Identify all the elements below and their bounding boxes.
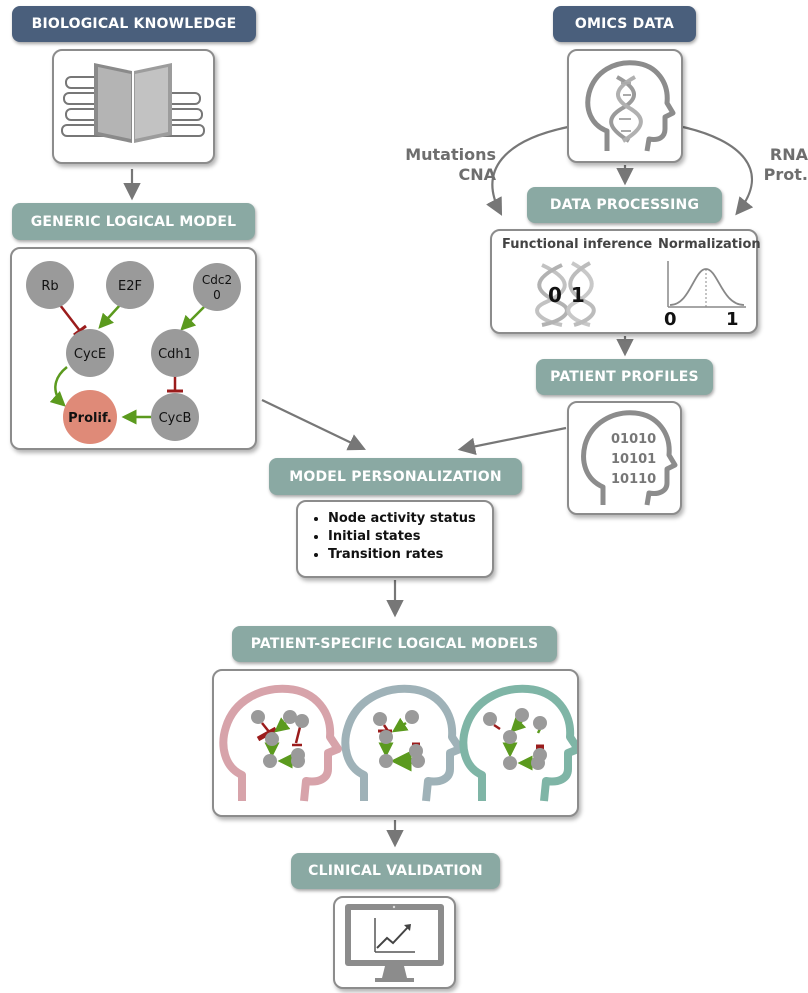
omics-data-header: OMICS DATA <box>553 6 696 42</box>
normal-curve-icon <box>667 261 746 308</box>
arrow-omics-mutations <box>486 125 569 216</box>
node-cycb: CycB <box>151 393 199 441</box>
patient-heads <box>219 684 582 802</box>
clinical-validation-header: CLINICAL VALIDATION <box>291 853 500 889</box>
patient-head-3 <box>459 684 582 802</box>
node-cyce: CycE <box>66 329 114 377</box>
arrow-omics-rna <box>682 125 754 216</box>
rna-label: RNA <box>769 145 808 164</box>
cna-label: CNA <box>458 165 496 184</box>
functional-inference-label: Functional inference <box>502 237 653 252</box>
norm-min-label: 0 <box>664 309 677 330</box>
dna-head-icon <box>585 60 676 152</box>
mutations-label: Mutations <box>405 145 496 164</box>
personalization-item: Initial states <box>328 528 492 546</box>
profile-bits-0: 01010 <box>611 432 656 447</box>
svg-text:CycB: CycB <box>159 411 192 426</box>
rna-prot-label: RNA Prot. <box>760 145 808 185</box>
monitor-panel <box>333 896 456 989</box>
generic-network-panel: Rb E2F Cdc2 0 CycE Cdh1 Prolif. CycB <box>10 247 257 450</box>
svg-text:Prolif.: Prolif. <box>68 411 112 426</box>
personalization-panel: Node activity status Initial states Tran… <box>296 500 494 578</box>
model-personalization-header: MODEL PERSONALIZATION <box>269 458 522 495</box>
patient-head-1 <box>219 684 342 802</box>
norm-max-label: 1 <box>726 309 739 330</box>
normalization-label: Normalization <box>658 237 761 252</box>
arrow-generic-to-personalization <box>261 399 366 451</box>
patient-head-2 <box>341 684 464 802</box>
prot-label: Prot. <box>763 165 808 184</box>
functional-values: 0 1 <box>548 283 586 307</box>
patient-profiles-header: PATIENT PROFILES <box>536 359 713 395</box>
svg-text:Cdh1: Cdh1 <box>158 347 192 362</box>
bio-knowledge-header: BIOLOGICAL KNOWLEDGE <box>12 6 256 42</box>
personalization-item: Transition rates <box>328 546 492 564</box>
generic-model-header: GENERIC LOGICAL MODEL <box>12 203 255 240</box>
svg-text:CycE: CycE <box>74 347 106 362</box>
data-processing-header: DATA PROCESSING <box>527 187 722 223</box>
processing-panel: Functional inference Normalization 0 1 0… <box>490 229 761 334</box>
arrow-profiles-to-personalization <box>457 426 567 456</box>
patient-models-header: PATIENT-SPECIFIC LOGICAL MODELS <box>232 626 557 662</box>
node-cdc20: Cdc2 0 <box>193 263 241 311</box>
personalization-list: Node activity status Initial states Tran… <box>298 502 492 564</box>
books-panel <box>52 49 215 164</box>
omics-head-panel <box>567 49 683 163</box>
mutations-cna-label: Mutations CNA <box>400 145 496 185</box>
personalization-item: Node activity status <box>328 510 492 528</box>
node-e2f: E2F <box>106 261 154 309</box>
profiles-panel: 01010 10101 10110 <box>567 401 682 515</box>
binary-head-icon: 01010 10101 10110 <box>581 410 678 506</box>
books-icon <box>61 63 205 143</box>
dna-strands-icon <box>535 261 596 327</box>
logical-network: Rb E2F Cdc2 0 CycE Cdh1 Prolif. CycB <box>26 261 241 444</box>
profile-bits-2: 10110 <box>611 472 656 487</box>
patient-models-panel <box>212 669 582 817</box>
node-prolif: Prolif. <box>63 390 117 444</box>
node-cdh1: Cdh1 <box>151 329 199 377</box>
monitor-chart-icon <box>345 904 444 982</box>
profile-bits-1: 10101 <box>611 452 656 467</box>
svg-text:0: 0 <box>213 288 221 302</box>
svg-text:Cdc2: Cdc2 <box>202 273 232 287</box>
svg-text:Rb: Rb <box>41 279 58 294</box>
svg-text:E2F: E2F <box>118 279 142 294</box>
node-rb: Rb <box>26 261 74 309</box>
